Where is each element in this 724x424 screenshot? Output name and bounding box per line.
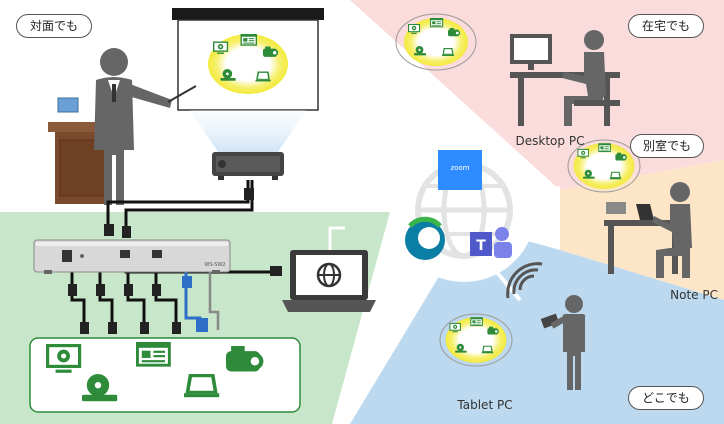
webex-logo xyxy=(405,216,445,260)
presenter-person xyxy=(94,48,197,205)
notepc-user xyxy=(604,182,692,278)
svg-text:T: T xyxy=(476,238,486,254)
vga-cables xyxy=(182,272,220,332)
desktop-user xyxy=(510,30,620,126)
desktop-pc-label: Desktop PC xyxy=(515,134,585,148)
desktop-bubble xyxy=(395,13,477,71)
anywhere-pill: どこでも xyxy=(628,386,704,410)
zoom-logo xyxy=(438,150,482,190)
projector xyxy=(212,152,284,180)
podium xyxy=(48,97,118,204)
projector-screen xyxy=(172,8,324,152)
notepc-bubble xyxy=(567,139,641,193)
presenter-laptop xyxy=(282,226,376,312)
av-switcher: WS-SW2 xyxy=(33,239,231,274)
source-devices-box xyxy=(29,337,301,413)
zoom-label: zoom xyxy=(450,164,470,172)
tablet-bubble xyxy=(439,313,513,367)
cable-connectors xyxy=(68,188,282,334)
note-pc-label: Note PC xyxy=(670,288,718,302)
teams-logo: T xyxy=(470,227,512,258)
tablet-user xyxy=(506,262,586,390)
at-home-pill: 在宅でも xyxy=(628,14,704,38)
tablet-pc-label: Tablet PC xyxy=(457,398,513,412)
switcher-model-label: WS-SW2 xyxy=(204,262,225,268)
in-person-pill: 対面でも xyxy=(16,14,92,38)
separate-room-pill: 別室でも xyxy=(630,134,704,158)
